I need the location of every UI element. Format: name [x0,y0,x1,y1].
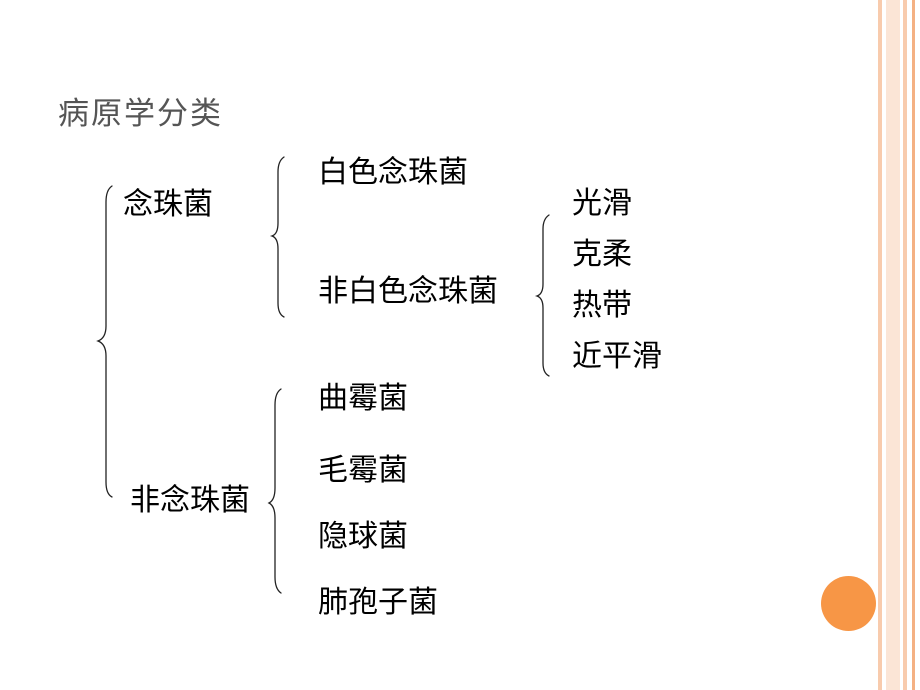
noncandida-brace [267,388,282,594]
item-pneumocystis: 肺孢子菌 [318,585,438,620]
nonwhite-brace [534,214,550,377]
category-non-candida: 非念珠菌 [130,483,250,518]
subitem-glabrata: 光滑 [572,186,632,221]
slide-title: 病原学分类 [58,96,223,132]
subitem-krusei: 克柔 [572,237,632,272]
item-mucor: 毛霉菌 [318,453,408,488]
accent-circle [821,576,876,631]
item-aspergillus: 曲霉菌 [318,381,408,416]
subitem-tropicalis: 热带 [572,288,632,323]
category-candida: 念珠菌 [123,187,213,222]
frame-stripe-outer [878,0,882,690]
frame-stripe-inner [886,0,900,690]
frame-stripe-edge2 [912,0,915,690]
item-cryptococcus: 隐球菌 [318,519,408,554]
frame-stripe-edge [903,0,907,690]
subitem-parapsilosis: 近平滑 [572,339,662,374]
root-brace [96,185,113,498]
item-non-white-candida: 非白色念珠菌 [318,274,498,309]
item-white-candida: 白色念珠菌 [318,155,468,190]
candida-brace [269,156,285,318]
